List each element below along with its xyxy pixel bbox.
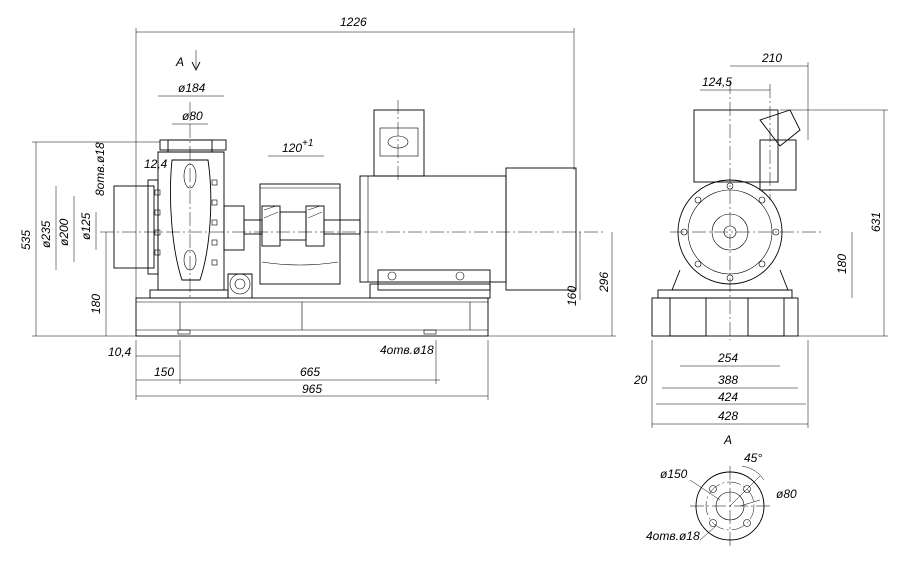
dim-coupling-gap: 120 xyxy=(282,141,302,155)
front-dimensions xyxy=(32,28,616,400)
dim-flange-bore: ø80 xyxy=(182,109,203,123)
dim-flange-thickness: 12,4 xyxy=(144,157,168,171)
dim-frame-offset: 10,4 xyxy=(108,345,132,359)
dim-frame-height: 160 xyxy=(565,286,579,306)
dim-diameter-235: ø235 xyxy=(39,220,53,248)
front-view: 1226 A ø184 ø80 120 +1 8отв.ø18 12,4 535… xyxy=(19,15,616,400)
motor xyxy=(359,109,577,299)
dim-diameter-125: ø125 xyxy=(79,212,93,240)
dim-outlet-offset: 210 xyxy=(761,51,782,65)
dim-overall-length: 1226 xyxy=(340,15,367,29)
dim-diameter-200: ø200 xyxy=(57,218,71,246)
dim-hole-spacing: 665 xyxy=(300,365,320,379)
dim-side-frame-offset: 20 xyxy=(633,373,648,387)
pump-bolts xyxy=(154,179,218,266)
side-view: 210 124,5 631 180 254 20 388 424 428 xyxy=(633,51,888,428)
dim-side-axis-height: 180 xyxy=(835,254,849,274)
dim-side-overall-height: 631 xyxy=(869,212,883,232)
dim-outlet-axis: 124,5 xyxy=(702,75,732,89)
detail-angle: 45° xyxy=(744,451,762,465)
detail-holes: 4отв.ø18 xyxy=(646,529,700,543)
dim-side-hole-width: 424 xyxy=(718,390,738,404)
view-arrow-label: A xyxy=(175,55,184,69)
detail-view-a: A 45° ø150 ø80 4отв.ø18 xyxy=(646,433,797,546)
coupling xyxy=(243,183,361,285)
front-centerlines xyxy=(100,100,604,300)
detail-bore: ø80 xyxy=(776,487,797,501)
side-centerlines xyxy=(670,80,824,340)
dim-flange-holes: 8отв.ø18 xyxy=(93,142,107,196)
dim-side-frame-width: 428 xyxy=(718,409,738,423)
base-frame xyxy=(135,297,489,337)
dim-hole-offset: 150 xyxy=(154,365,174,379)
detail-bolt-circle: ø150 xyxy=(660,467,688,481)
dim-side-hole-spacing: 254 xyxy=(717,351,738,365)
side-dimensions xyxy=(651,62,888,428)
dim-frame-length: 965 xyxy=(302,382,322,396)
dim-overall-height: 535 xyxy=(19,230,33,250)
dim-flange-outer: ø184 xyxy=(178,81,206,95)
dim-side-inner-width: 388 xyxy=(718,373,738,387)
pump-body xyxy=(113,139,253,299)
dim-frame-holes: 4отв.ø18 xyxy=(380,343,434,357)
dim-coupling-gap-tol: +1 xyxy=(302,138,313,149)
dim-axis-height-right: 296 xyxy=(597,272,611,293)
dim-axis-height-left: 180 xyxy=(89,294,103,314)
detail-title: A xyxy=(723,433,732,447)
